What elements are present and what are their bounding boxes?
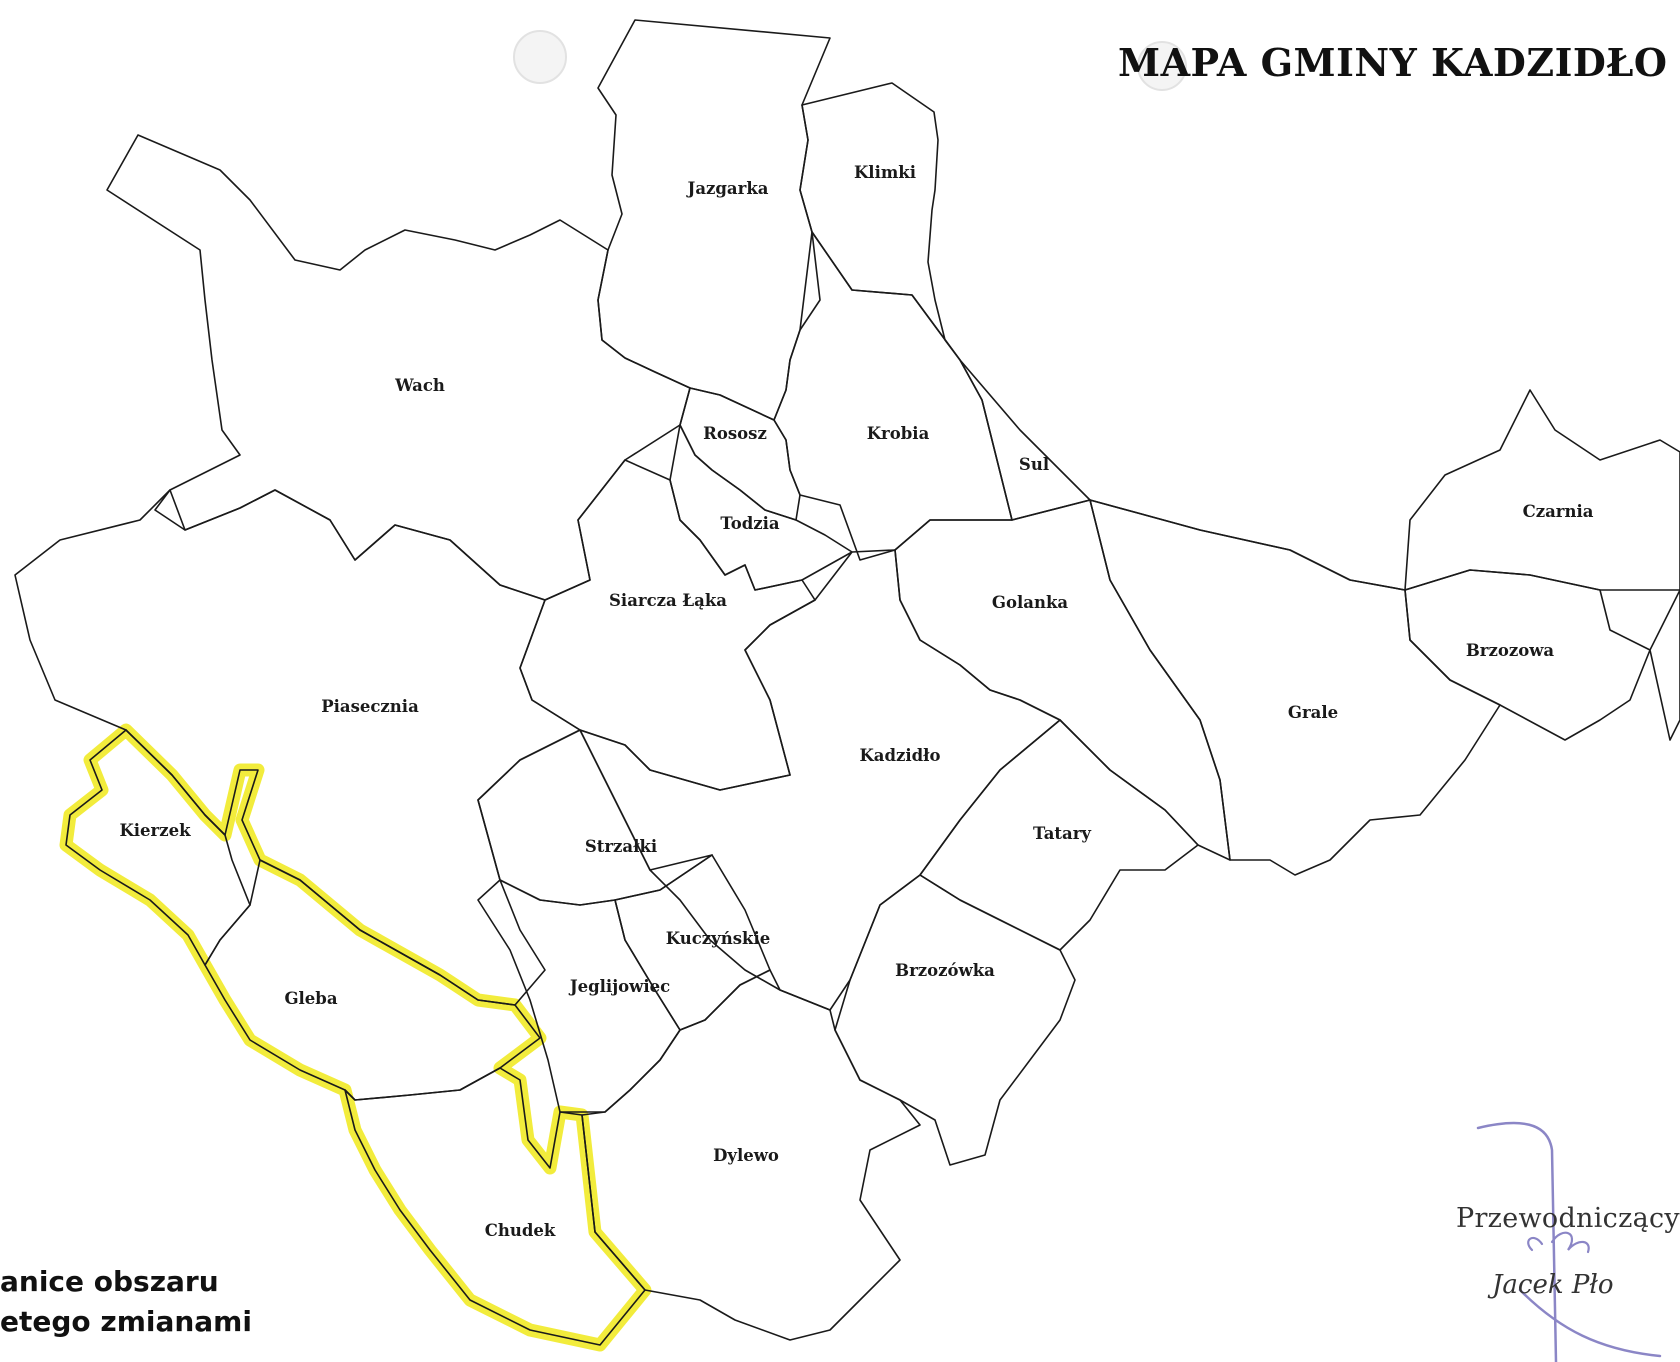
label-klimki: Klimki <box>854 163 916 182</box>
label-brzozowka: Brzozówka <box>895 961 995 980</box>
label-sul: Sul <box>1019 455 1049 474</box>
boundary-czarnia <box>1089 389 1680 591</box>
label-chudek: Chudek <box>485 1221 556 1240</box>
label-kuczynskie: Kuczyńskie <box>666 929 770 948</box>
boundary-kadzidlo <box>579 549 1061 1011</box>
village-labels: Jazgarka Klimki Wach Rososz Krobia Sul T… <box>119 163 1593 1240</box>
label-wach: Wach <box>394 376 445 395</box>
label-golanka: Golanka <box>992 593 1068 612</box>
label-tatary: Tatary <box>1033 824 1091 843</box>
label-dylewo: Dylewo <box>713 1146 779 1165</box>
boundary-kierzek <box>65 729 251 966</box>
punch-hole-mark <box>513 30 567 84</box>
boundary-brzozowka <box>834 874 1076 1166</box>
boundary-jazgarka <box>597 19 831 421</box>
legend-text: anice obszaru etego zmianami <box>0 1262 260 1342</box>
label-todzia: Todzia <box>720 514 780 533</box>
boundary-gleba <box>204 859 541 1101</box>
legend-line-1: anice obszaru <box>0 1265 219 1298</box>
boundary-rososz <box>679 387 801 521</box>
boundary-todzia <box>669 424 853 591</box>
label-krobia: Krobia <box>867 424 930 443</box>
label-siarcza-laka: Siarcza Łąka <box>609 591 727 610</box>
label-piasecznia: Piasecznia <box>321 697 419 716</box>
label-strzalki: Strzałki <box>585 837 657 856</box>
signature-ink-mark <box>1527 1231 1590 1254</box>
label-grale: Grale <box>1288 703 1338 722</box>
label-kierzek: Kierzek <box>119 821 191 840</box>
boundary-chudek <box>344 1067 646 1346</box>
boundary-krobia <box>773 231 1013 561</box>
signature-name: Jacek Pło <box>1492 1270 1614 1300</box>
label-kadzidlo: Kadzidło <box>859 746 940 765</box>
label-jazgarka: Jazgarka <box>686 179 769 198</box>
signature-block: Przewodniczący R Jacek Pło <box>1452 1203 1680 1362</box>
label-rososz: Rososz <box>703 424 767 443</box>
punch-hole-mark-title <box>1137 41 1187 91</box>
signature-scribble <box>1476 1121 1662 1362</box>
boundary-klimki <box>799 82 961 361</box>
label-brzozowa: Brzozowa <box>1466 641 1555 660</box>
label-gleba: Gleba <box>284 989 337 1008</box>
map-title: MAPA GMINY KADZIDŁO <box>1118 40 1668 85</box>
label-jeglijowiec: Jeglijowiec <box>568 977 670 996</box>
boundary-sul <box>959 359 1091 521</box>
boundary-golanka <box>894 499 1231 861</box>
legend-line-2: etego zmianami <box>0 1305 252 1338</box>
signature-role: Przewodniczący R <box>1456 1203 1680 1234</box>
village-boundaries <box>14 19 1680 1346</box>
boundary-dylewo <box>581 969 921 1341</box>
label-czarnia: Czarnia <box>1523 502 1594 521</box>
boundary-wach <box>106 134 691 601</box>
boundary-grale <box>1089 499 1501 876</box>
